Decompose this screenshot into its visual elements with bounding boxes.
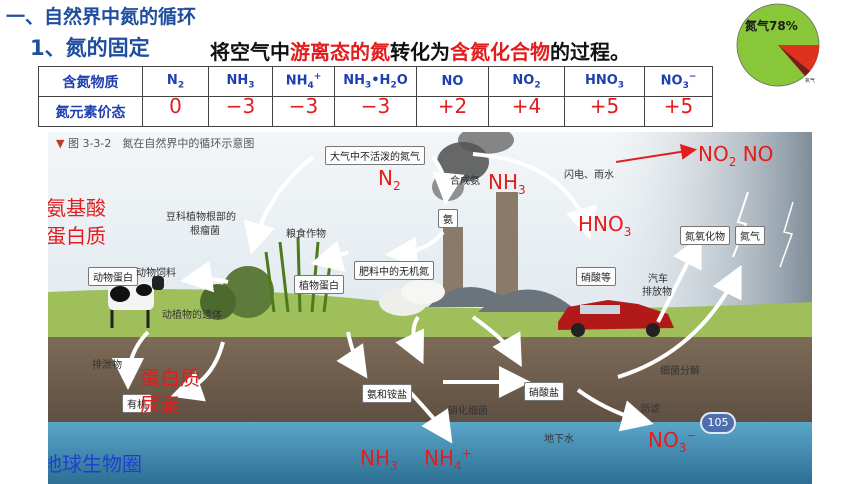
box-organic: 有机: [122, 394, 152, 413]
box-ammonia: 氨: [438, 209, 458, 228]
box-nitrate-salt: 硝酸盐: [524, 382, 564, 401]
species-no3: NO3−: [644, 66, 713, 97]
box-ammonium-salt: 氨和铵盐: [362, 384, 412, 403]
annot-no3-bottom: NO3−: [648, 428, 697, 455]
pie-small-label: 氧气: [805, 77, 815, 84]
annot-urea: 尿素: [140, 393, 180, 417]
box-atmosphere-n2: 大气中不活泼的氮气: [325, 146, 425, 165]
figure-caption: ▼ 图 3-3-2 氮在自然界中的循环示意图: [56, 137, 255, 150]
label-lightning: 闪电、雨水: [564, 170, 614, 181]
oxygen-slice: [778, 45, 820, 71]
box-nitrogen-gas: 氮气: [735, 226, 765, 245]
box-plant-protein: 植物蛋白: [294, 275, 344, 294]
label-car-1: 汽车: [648, 274, 668, 285]
label-crops: 粮食作物: [286, 229, 326, 240]
page-number-badge: 105: [700, 412, 736, 434]
table-row-species: 含氮物质 N2 NH3 NH4+ NH3•H2O NO NO2 HNO3 NO3…: [38, 66, 713, 97]
species-hno3: HNO3: [564, 66, 645, 97]
label-feed: 动物饲料: [136, 268, 176, 279]
label-decompose: 细菌分解: [660, 366, 700, 377]
box-nitrate-etc: 硝酸等: [576, 267, 616, 286]
scene-illustration: [48, 132, 812, 484]
annot-amino-acid: 氨基酸: [48, 196, 106, 220]
annot-biosphere: 地球生物圈: [48, 452, 142, 476]
label-groundwater: 地下水: [544, 434, 574, 445]
valence-value: −3: [272, 96, 335, 127]
subsection-title: 1、氮的固定: [30, 36, 150, 60]
species-no2: NO2: [488, 66, 565, 97]
valence-value: +5: [564, 96, 645, 127]
row-label-species: 含氮物质: [38, 66, 143, 97]
pie-label: 氮气78%: [745, 18, 798, 33]
valence-table: 含氮物质 N2 NH3 NH4+ NH3•H2O NO NO2 HNO3 NO3…: [38, 66, 713, 127]
valence-value: +2: [416, 96, 489, 127]
section-title: 一、自然界中氮的循环: [6, 6, 197, 28]
label-nitrifying: 硝化细菌: [448, 406, 488, 417]
annot-nh3-top: NH3: [488, 170, 526, 197]
species-nh3h2o: NH3•H2O: [334, 66, 417, 97]
label-car-2: 排放物: [642, 287, 672, 298]
valence-value: 0: [142, 96, 209, 127]
valence-value: +5: [644, 96, 713, 127]
species-nh4: NH4+: [272, 66, 335, 97]
box-fertilizer: 肥料中的无机氮: [354, 261, 434, 280]
annot-hno3: HNO3: [578, 212, 632, 239]
label-synthetic-ammonia: 合成氨: [450, 176, 480, 187]
nitrogen-cycle-figure: ▼ 图 3-3-2 氮在自然界中的循环示意图 大气中不活泼的氮气 氨 植物蛋白 …: [48, 132, 812, 484]
table-row-valence: 氮元素价态 0 −3 −3 −3 +2 +4 +5 +5: [38, 96, 713, 127]
label-leaching: 沥滤: [640, 404, 660, 415]
label-excretion: 排泄物: [92, 360, 122, 371]
annot-protein-2: 蛋白质: [140, 366, 200, 390]
annot-nh3-bottom: NH3: [360, 446, 398, 473]
annot-nh4-bottom: NH4+: [424, 446, 472, 473]
annot-n2: N2: [378, 166, 401, 193]
valence-value: +4: [488, 96, 565, 127]
species-n2: N2: [142, 66, 209, 97]
air-composition-pie: 氮气78% 氧气: [736, 3, 820, 87]
box-animal-protein: 动物蛋白: [88, 267, 138, 286]
valence-value: −3: [208, 96, 273, 127]
label-legume: 豆科植物根部的: [166, 212, 236, 223]
row-label-valence: 氮元素价态: [38, 96, 143, 127]
cow-icon: [108, 276, 164, 328]
box-nitrogen-oxide: 氮氧化物: [680, 226, 730, 245]
species-no: NO: [416, 66, 489, 97]
definition-text: 将空气中游离态的氮转化为含氮化合物的过程。: [210, 40, 630, 64]
car-icon: [558, 300, 674, 337]
species-nh3: NH3: [208, 66, 273, 97]
annot-no2-no: NO2 NO: [698, 142, 774, 169]
annot-protein-1: 蛋白质: [48, 224, 106, 248]
label-remains: 动植物的遗体: [162, 310, 222, 321]
label-nodules: 根瘤菌: [190, 226, 220, 237]
valence-value: −3: [334, 96, 417, 127]
